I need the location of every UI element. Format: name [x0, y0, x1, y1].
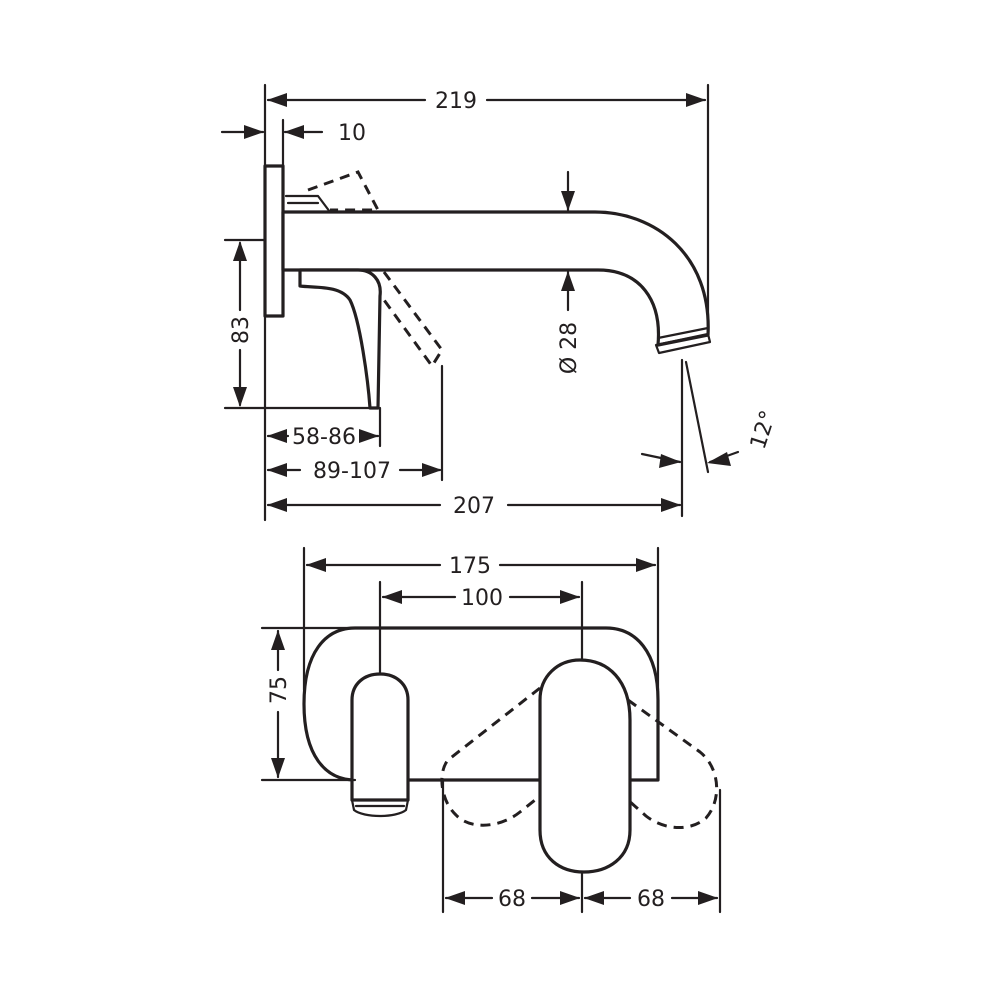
spout-front: [350, 672, 410, 802]
handle-swing-left: [440, 686, 541, 827]
lever-front: [538, 658, 632, 874]
dim-handle-reach-swung: 89-107: [313, 459, 391, 484]
spout-outlet: [654, 332, 712, 355]
dim-swing-left: 68: [498, 887, 526, 912]
dim-overall-length: 219: [435, 89, 477, 114]
dim-height: 83: [229, 316, 254, 344]
dim-center-distance: 100: [461, 586, 503, 611]
handle-swing-right: [627, 698, 719, 830]
dim-spout-angle: 12°: [746, 408, 782, 453]
dim-plate-thickness: 10: [338, 121, 366, 146]
spout-outlet-front: [350, 798, 410, 818]
dim-plate-width: 175: [449, 554, 491, 579]
lever-connector: [284, 194, 332, 214]
side-view: 219 10 83 Ø 28 58-86 89-107 207: [220, 83, 782, 522]
dim-spout-reach: 207: [453, 494, 495, 519]
lever-alt-side: [382, 271, 444, 369]
dim-handle-reach: 58-86: [292, 425, 356, 450]
dim-spout-diameter: Ø 28: [557, 322, 582, 374]
dim-plate-height: 75: [267, 676, 292, 704]
dim-swing-right: 68: [637, 887, 665, 912]
front-view: 175 100 75 68 68: [260, 546, 722, 914]
lever-alt-top: [307, 170, 381, 212]
lever-handle: [298, 268, 382, 410]
wall-plate: [263, 164, 285, 318]
